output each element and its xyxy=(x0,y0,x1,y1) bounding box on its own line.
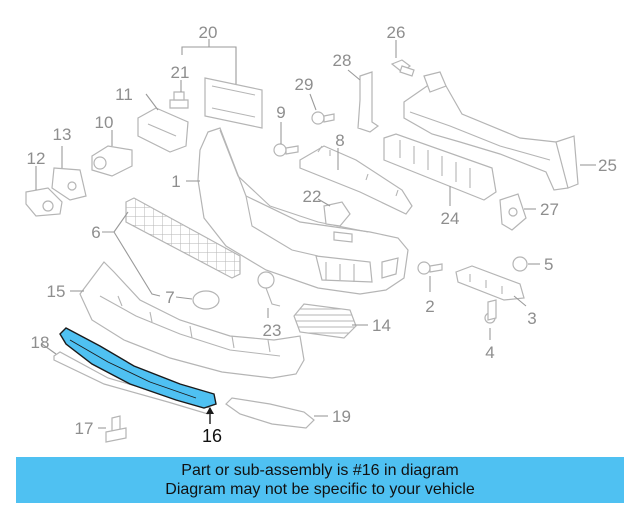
callout-28: 28 xyxy=(333,51,352,70)
part-10-parking-sensor xyxy=(91,130,133,177)
callout-7: 7 xyxy=(165,288,174,307)
part-12-sensor xyxy=(25,166,63,217)
part-4-screw xyxy=(484,299,497,340)
callout-9: 9 xyxy=(276,103,285,122)
callout-4: 4 xyxy=(485,343,494,362)
callout-14: 14 xyxy=(372,316,391,335)
callout-15: 15 xyxy=(47,282,66,301)
callout-16: 16 xyxy=(202,426,222,446)
part-14-fog-grille xyxy=(293,303,368,339)
part-27-bracket xyxy=(499,193,536,231)
callout-18: 18 xyxy=(31,333,50,352)
part-20-license-plate-bracket xyxy=(181,39,263,129)
callout-10: 10 xyxy=(95,113,114,132)
callout-19: 19 xyxy=(332,407,351,426)
callout-23: 23 xyxy=(263,321,282,340)
part-5-clip xyxy=(512,256,540,272)
callout-17: 17 xyxy=(75,419,94,438)
callout-8: 8 xyxy=(335,131,344,150)
part-17-bolt xyxy=(98,415,127,443)
part-11-sensor-bracket xyxy=(137,93,189,153)
callout-3: 3 xyxy=(527,309,536,328)
part-6-grille xyxy=(102,197,241,297)
callout-26: 26 xyxy=(387,23,406,42)
callout-24: 24 xyxy=(441,209,460,228)
callout-29: 29 xyxy=(295,75,314,94)
callout-21: 21 xyxy=(171,63,190,82)
part-13-sensor-holder xyxy=(51,146,87,201)
callout-2: 2 xyxy=(425,297,434,316)
callout-5: 5 xyxy=(544,255,553,274)
part-15-lower-cover xyxy=(70,261,305,379)
banner-line-1: Part or sub-assembly is #16 in diagram xyxy=(181,462,459,479)
part-3-side-guide xyxy=(455,265,527,307)
part-2-bolt xyxy=(417,261,443,292)
callout-27: 27 xyxy=(540,200,559,219)
part-23-tow-ring xyxy=(257,271,281,318)
part-29-bolt xyxy=(309,93,335,125)
part-28-side-bracket xyxy=(347,69,380,133)
callout-11: 11 xyxy=(115,85,133,104)
part-16-highlighted xyxy=(59,327,217,424)
callout-20: 20 xyxy=(199,23,218,42)
callout-1: 1 xyxy=(171,172,180,191)
part-21-clip xyxy=(169,80,189,109)
callout-25: 25 xyxy=(598,156,617,175)
callout-22: 22 xyxy=(303,187,322,206)
part-19-fog-lamp-trim xyxy=(225,397,328,429)
info-banner: Part or sub-assembly is #16 in diagram D… xyxy=(16,457,624,503)
part-7-emblem xyxy=(175,290,220,310)
callout-6: 6 xyxy=(91,223,100,242)
banner-line-2: Diagram may not be specific to your vehi… xyxy=(165,481,475,498)
callout-12: 12 xyxy=(27,149,46,168)
part-26-bolt xyxy=(390,40,415,77)
callout-13: 13 xyxy=(53,125,72,144)
part-8-upper-bracket xyxy=(299,145,413,215)
part-25-impact-bar xyxy=(403,71,596,191)
part-24-absorber xyxy=(383,133,497,206)
part-22-tow-hook-cap xyxy=(317,198,351,227)
part-9-screw xyxy=(273,122,299,157)
